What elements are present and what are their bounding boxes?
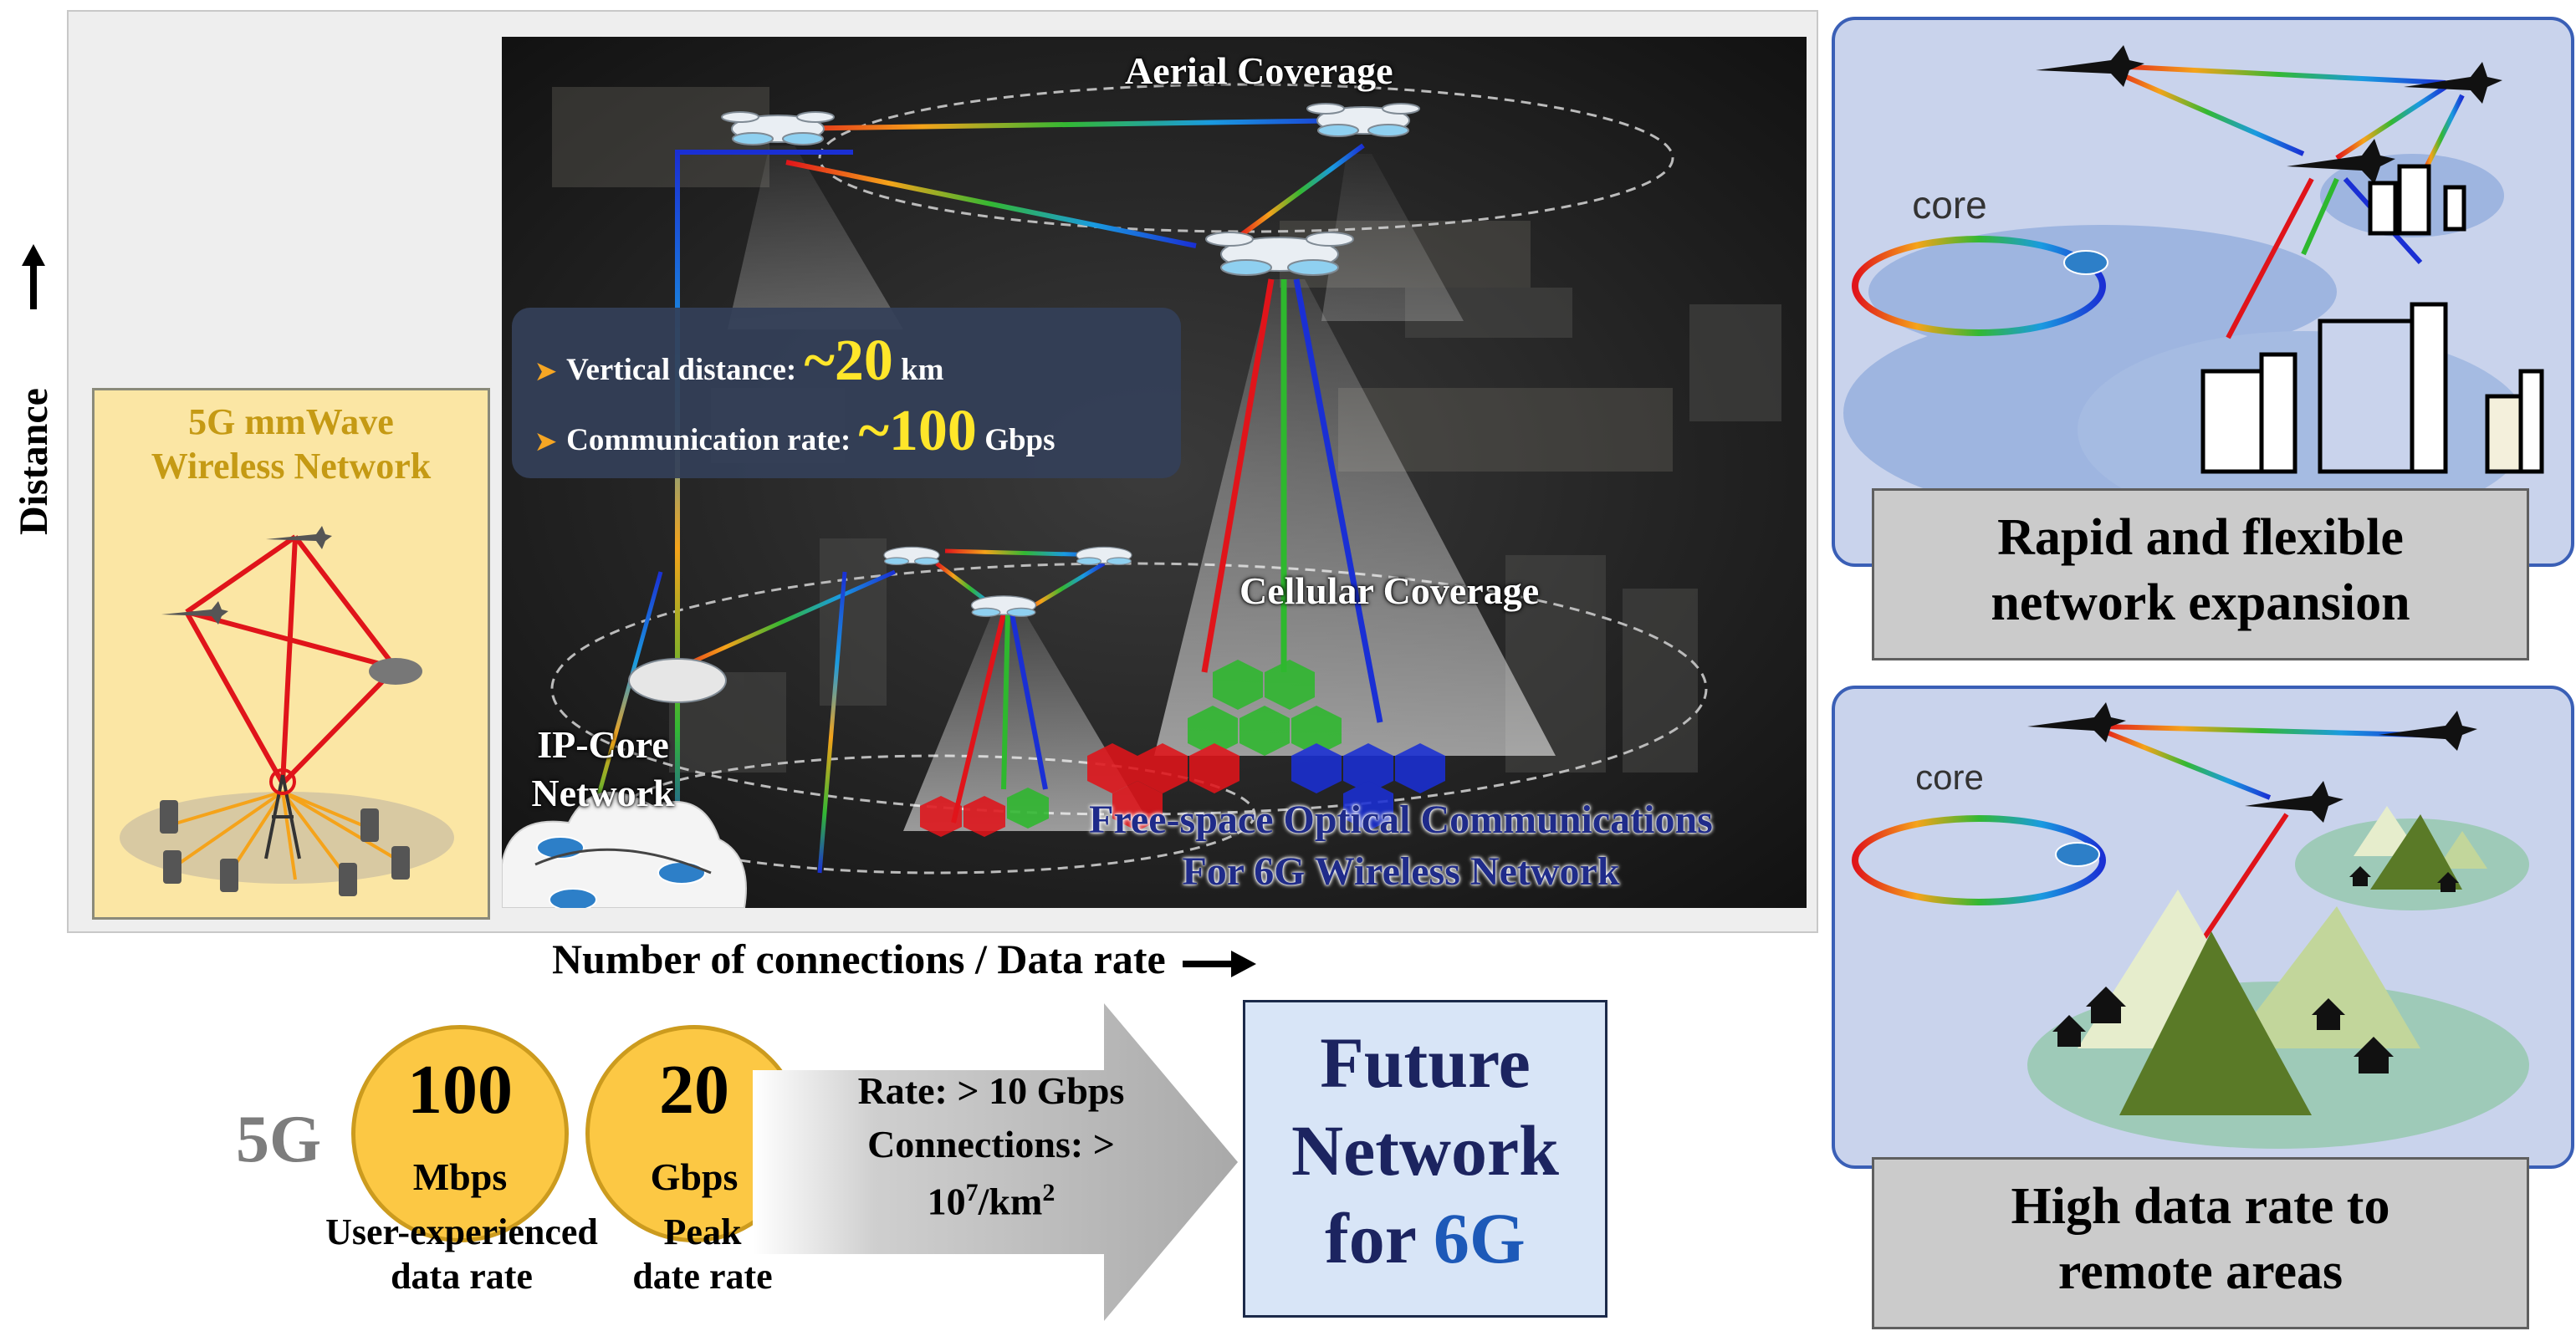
distance-axis-label: Distance [12, 244, 56, 535]
expansion-illustration [1843, 45, 2544, 528]
density-base: 10 [927, 1180, 966, 1223]
peak-rate-caption-line1: Peak [663, 1211, 742, 1252]
house-icon [2052, 866, 2459, 1073]
communication-rate-label: Communication rate: [566, 423, 859, 457]
uav-icon [2036, 45, 2502, 184]
vertical-distance-unit: km [892, 353, 944, 387]
phone-icon [160, 800, 410, 896]
peak-rate-caption-line2: date rate [632, 1255, 773, 1297]
future-line2: Network [1291, 1109, 1560, 1191]
peak-rate-unit: Gbps [650, 1155, 739, 1198]
expansion-caption-line1: Rapid and flexible [1997, 509, 2404, 566]
remote-areas-caption-line2: remote areas [2057, 1242, 2343, 1300]
future-6g-accent: 6G [1433, 1197, 1526, 1278]
distance-axis-text: Distance [12, 388, 56, 535]
remote-areas-panel: core High data rate to remote areas [1832, 686, 2574, 1329]
mmwave-title-line1: 5G mmWave [188, 401, 394, 442]
uav-icon [2027, 702, 2477, 823]
cellular-coverage-label: Cellular Coverage [1239, 569, 1540, 612]
future-line3: for 6G [1245, 1195, 1605, 1283]
vertical-distance-row: ➤ Vertical distance: ~20 km [535, 328, 944, 395]
remote-areas-illustration [1852, 702, 2529, 1149]
user-rate-value: 100 [407, 1051, 513, 1129]
x-axis-text: Number of connections / Data rate [552, 936, 1166, 982]
aerial-coverage-label: Aerial Coverage [1125, 49, 1393, 92]
future-network-box: Future Network for 6G [1243, 1000, 1607, 1318]
arrow-bullet-icon: ➤ [535, 428, 557, 456]
mountain-icon [2078, 806, 2487, 1115]
building-icon [2200, 164, 2544, 474]
info-box: ➤ Vertical distance: ~20 km ➤ Communicatio… [512, 308, 1181, 478]
remote-areas-caption-box: High data rate to remote areas [1872, 1157, 2529, 1329]
mmwave-title-line2: Wireless Network [151, 445, 432, 487]
density-unit: /km [978, 1180, 1043, 1223]
peak-rate-caption: Peak date rate [602, 1211, 803, 1299]
communication-rate-unit: Gbps [976, 423, 1055, 457]
expansion-caption-line2: network expansion [1991, 574, 2410, 631]
router-icon [2063, 250, 2108, 275]
communication-rate-row: ➤ Communication rate: ~100 Gbps [535, 398, 1055, 465]
fso-line1: Free-space Optical Communications [1089, 798, 1713, 842]
sixg-rate-text: Rate: > 10 Gbps [857, 1069, 1125, 1112]
user-rate-caption-line1: User-experienced [325, 1211, 598, 1252]
user-rate-caption-line2: data rate [391, 1255, 533, 1297]
x-axis-label: Number of connections / Data rate [552, 935, 1472, 988]
communication-rate-value: ~100 [858, 399, 977, 463]
core-label: core [1912, 183, 1987, 227]
vertical-distance-value: ~20 [804, 329, 893, 393]
mmwave-network-box: 5G mmWave Wireless Network [92, 388, 490, 920]
cell-tower-icon [264, 768, 301, 859]
fso-line2: For 6G Wireless Network [1182, 849, 1620, 895]
user-rate-caption: User-experienced data rate [294, 1211, 629, 1299]
future-line1: Future [1320, 1022, 1531, 1103]
up-arrow-icon [22, 244, 45, 309]
user-rate-coin: 100 Mbps [351, 1025, 569, 1242]
5g-label: 5G [236, 1103, 322, 1176]
peak-rate-value: 20 [659, 1051, 729, 1129]
fso-caption: Free-space Optical Communications For 6G… [1012, 794, 1790, 899]
density-exponent: 7 [965, 1179, 979, 1206]
ip-core-line2: Network [531, 771, 675, 814]
router-icon [2055, 842, 2100, 867]
right-arrow-icon [1183, 950, 1257, 977]
growth-arrow-icon [753, 1003, 1238, 1321]
expansion-panel: core Rapid and flexible network expansio… [1832, 17, 2574, 660]
sixg-connections-text: Connections: > [867, 1123, 1115, 1165]
expansion-caption-box: Rapid and flexible network expansion [1872, 488, 2529, 660]
arrow-bullet-icon: ➤ [535, 358, 557, 385]
sixg-density-text: 107/km2 [803, 1179, 1179, 1223]
airplane-icon [161, 526, 332, 625]
vertical-distance-label: Vertical distance: [566, 353, 805, 387]
user-rate-unit: Mbps [412, 1155, 508, 1198]
remote-areas-caption-line1: High data rate to [2011, 1178, 2390, 1235]
core-label: core [1915, 757, 1984, 797]
future-line3-prefix: for [1325, 1197, 1434, 1278]
mmwave-title: 5G mmWave Wireless Network [95, 400, 488, 489]
ip-core-line1: IP-Core [537, 723, 669, 766]
city-scene-illustration [502, 37, 1807, 908]
mmwave-illustration [120, 526, 454, 896]
density-unit-exponent: 2 [1042, 1179, 1055, 1206]
ip-core-network-label: IP-Core Network [524, 721, 682, 817]
airship-icon [369, 658, 422, 685]
